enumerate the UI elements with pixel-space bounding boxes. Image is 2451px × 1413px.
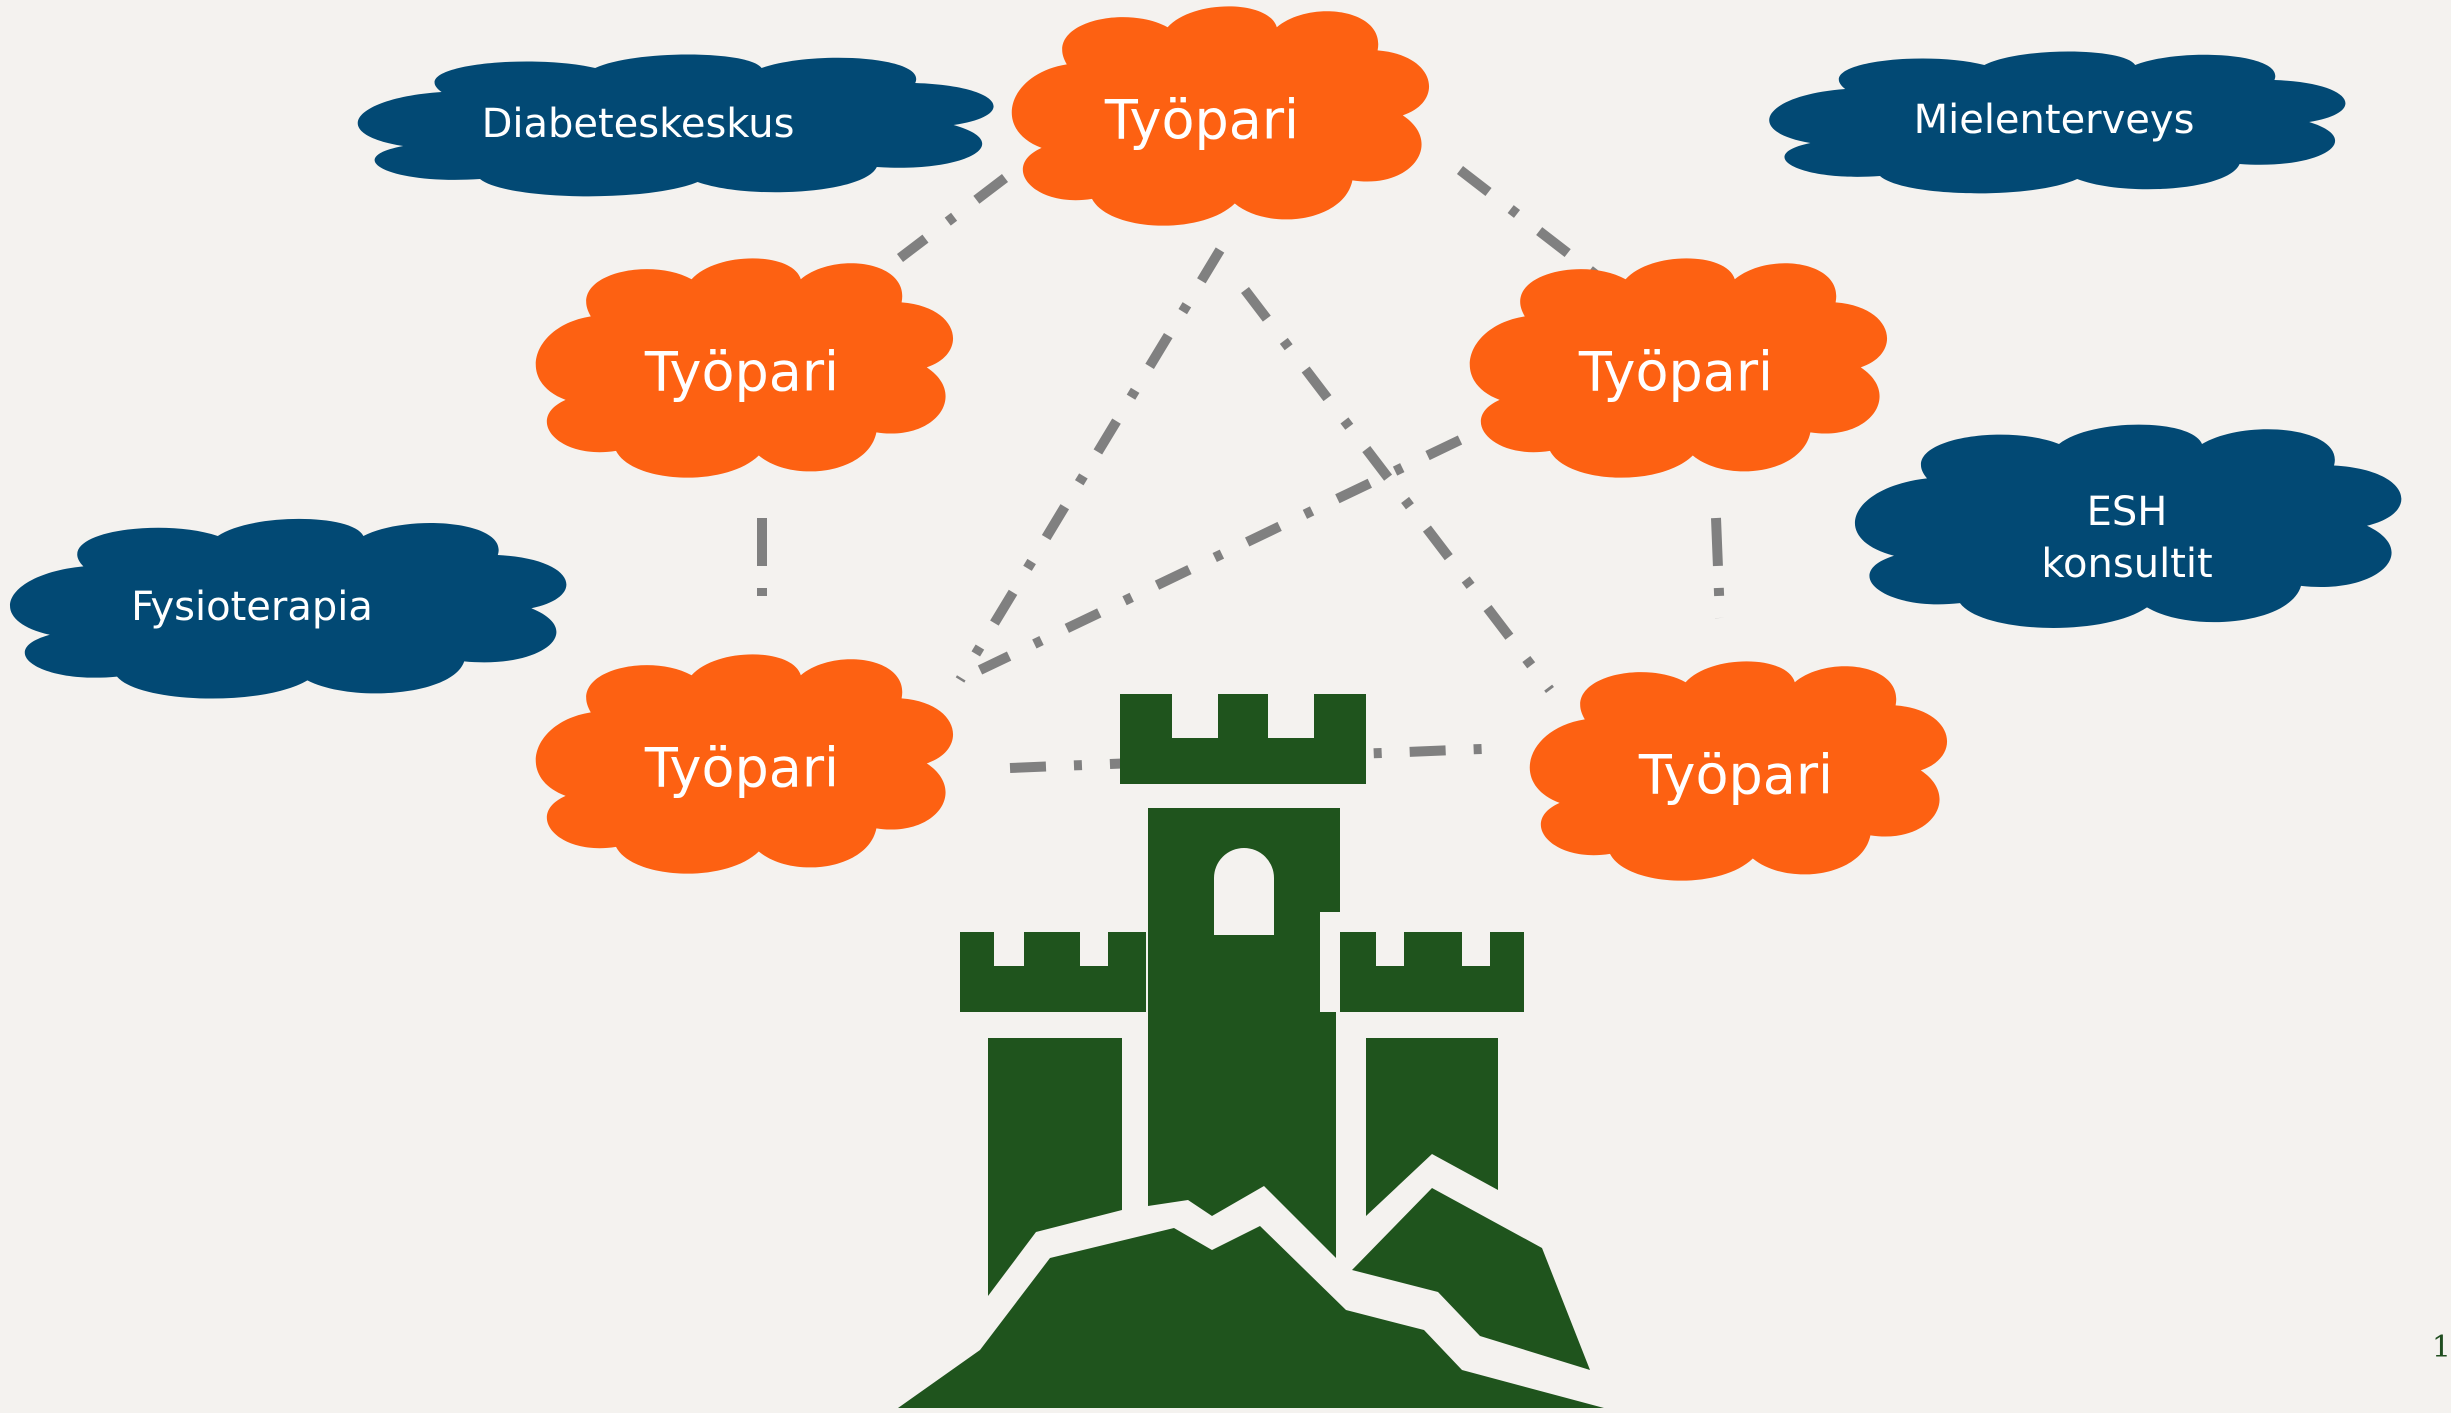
page-number: 1	[2431, 1330, 2451, 1365]
connector-bottom-left-bottom-right	[1009, 743, 1506, 773]
esh-label-line1: ESH	[2086, 489, 2168, 535]
tyopari-right-label: Työpari	[1578, 340, 1774, 404]
castle-left-tower	[988, 1038, 1122, 1296]
castle-right-tower	[1366, 1038, 1498, 1216]
castle-tower-top	[1120, 694, 1366, 784]
castle-left-battlement	[960, 932, 1146, 1012]
connector-right-bottom-left	[977, 435, 1463, 675]
fysioterapia-label: Fysioterapia	[131, 584, 373, 630]
connector-right-bottom-right	[1711, 517, 1725, 619]
esh-konsultit-label: ESH konsultit	[2041, 486, 2212, 590]
castle-right-battlement	[1340, 932, 1524, 1012]
diabeteskeskus-label: Diabeteskeskus	[481, 101, 795, 147]
tyopari-left-label: Työpari	[644, 340, 840, 404]
connector-top-right	[1456, 166, 1604, 282]
tyopari-bottom-right-label: Työpari	[1638, 743, 1834, 807]
connector-top-bottom-left	[955, 247, 1225, 683]
tyopari-top-label: Työpari	[1104, 88, 1300, 152]
esh-label-line2: konsultit	[2041, 541, 2213, 587]
castle-right-cliff	[1352, 1188, 1590, 1370]
castle-tower-body	[1148, 808, 1340, 1258]
connector-lines	[757, 166, 1725, 773]
mielenterveys-label: Mielenterveys	[1913, 97, 2195, 143]
castle-icon	[898, 694, 1604, 1408]
connector-top-bottom-right	[1241, 286, 1554, 694]
tyopari-bottom-left-label: Työpari	[644, 736, 840, 800]
castle-mountain	[898, 1226, 1604, 1408]
connector-top-left	[896, 174, 1009, 262]
